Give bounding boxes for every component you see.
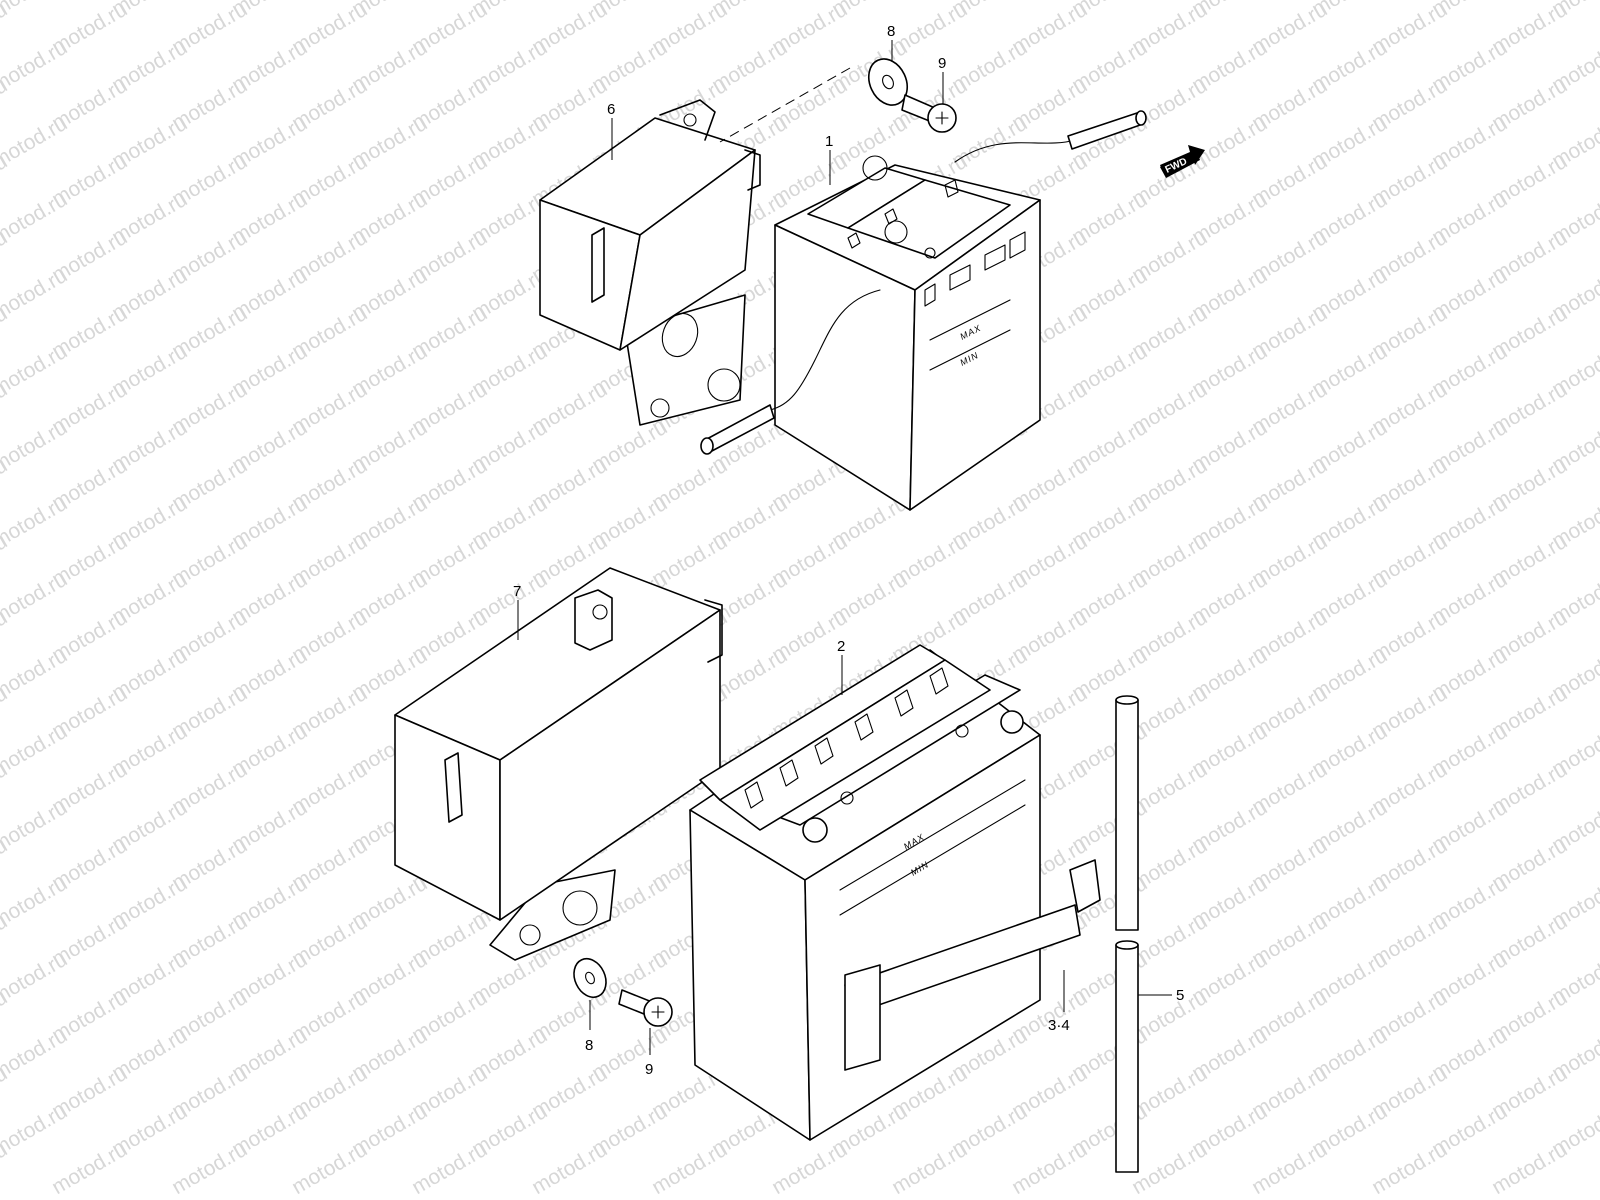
- callout-9-top-number: 9: [938, 55, 946, 72]
- callout-1: 1: [825, 133, 833, 185]
- callout-6: 6: [607, 101, 615, 160]
- callout-6-number: 6: [607, 101, 615, 118]
- screw-bottom: [618, 989, 673, 1027]
- screw-top: [901, 94, 957, 133]
- battery-strap: [844, 859, 1101, 1071]
- callout-7-number: 7: [513, 583, 521, 600]
- callout-9-top: 9: [938, 55, 946, 104]
- vent-hose-top: [700, 110, 1147, 455]
- callout-8-bottom-number: 8: [585, 1037, 593, 1054]
- callout-2: 2: [837, 638, 845, 695]
- battery-holder-bracket-bottom: [394, 567, 723, 961]
- battery-top: MAX MIN: [774, 155, 1041, 511]
- fwd-direction-badge: FWD: [1160, 145, 1205, 178]
- callout-5-number: 5: [1176, 987, 1184, 1004]
- callout-9-bottom: 9: [645, 1028, 653, 1078]
- callout-2-number: 2: [837, 638, 845, 655]
- breather-hose: [1115, 695, 1139, 1173]
- callout-3-4: 3·4: [1048, 970, 1070, 1034]
- callout-9-bottom-number: 9: [645, 1061, 653, 1078]
- battery-bottom: MAX MIN: [689, 644, 1041, 1141]
- callout-8-top-number: 8: [887, 23, 895, 40]
- callout-8-bottom: 8: [585, 1000, 593, 1054]
- fwd-label: FWD: [1164, 156, 1189, 176]
- callout-5: 5: [1138, 987, 1184, 1004]
- callout-8-top: 8: [887, 23, 895, 62]
- callout-3-4-number: 3·4: [1048, 1017, 1070, 1034]
- washer-top: [867, 58, 909, 106]
- battery-holder-bracket-top: [539, 99, 761, 426]
- callout-1-number: 1: [825, 133, 833, 150]
- callout-7: 7: [513, 583, 521, 640]
- washer-bottom: [573, 957, 607, 999]
